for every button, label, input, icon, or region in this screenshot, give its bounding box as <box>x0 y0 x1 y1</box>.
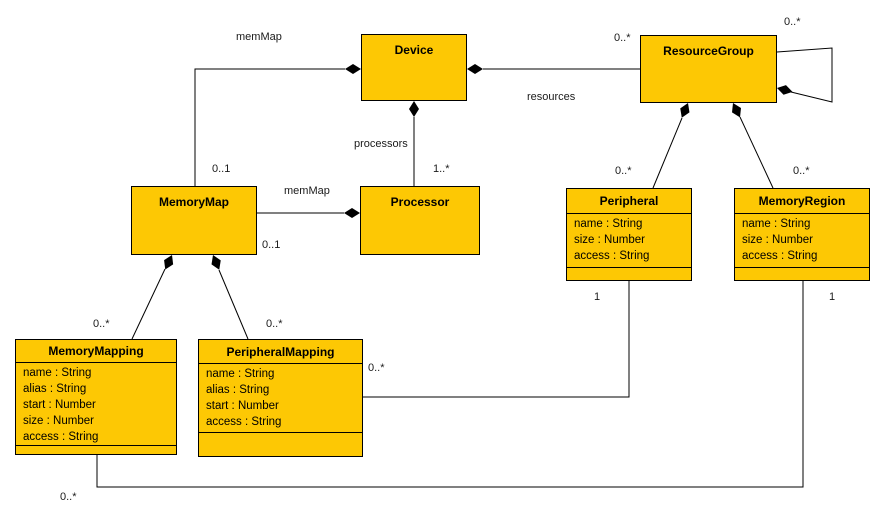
edge-resourcegroup-peripheral <box>652 117 683 189</box>
class-title-memoryregion: MemoryRegion <box>735 189 869 214</box>
attribute: access : String <box>742 250 818 262</box>
edge-memorymap-memorymapping <box>131 268 166 340</box>
composition-diamond-memorymap-memorymapping <box>164 255 174 270</box>
role-label-processors: processors <box>354 138 408 150</box>
edge-peripheral-peripheralmapping <box>363 281 630 398</box>
multiplicity-peripheral-one: 1 <box>594 291 601 303</box>
class-title-peripheralmapping: PeripheralMapping <box>199 340 362 364</box>
multiplicity-peripheralmapping-assoc: 0..* <box>368 362 385 374</box>
class-title-peripheral: Peripheral <box>567 189 691 214</box>
multiplicity-memorymapping-assoc: 0..* <box>60 491 77 503</box>
attribute: size : Number <box>574 234 645 246</box>
operations-compartment <box>567 268 691 280</box>
composition-diamond-device-processors <box>409 101 419 117</box>
class-device: Device <box>361 34 467 101</box>
composition-diamond-resourcegroup-memoryregion <box>732 103 742 118</box>
class-processor: Processor <box>360 186 480 255</box>
multiplicity-memoryregion: 0..* <box>793 165 810 177</box>
attribute-compartment: name : String alias : String start : Num… <box>199 364 362 433</box>
composition-diamond-device-memmap <box>345 64 361 74</box>
multiplicity-memorymap-device: 0..1 <box>212 163 231 175</box>
edge-memoryregion-memorymapping <box>96 281 804 488</box>
class-memorymapping: MemoryMapping name : String alias : Stri… <box>15 339 177 455</box>
multiplicity-peripheral: 0..* <box>615 165 632 177</box>
class-peripheral: Peripheral name : String size : Number a… <box>566 188 692 281</box>
class-title-device: Device <box>394 43 434 57</box>
multiplicity-peripheralmapping: 0..* <box>266 318 283 330</box>
class-resourcegroup: ResourceGroup <box>640 35 777 103</box>
attribute: access : String <box>574 250 650 262</box>
multiplicity-resourcegroup-self: 0..* <box>784 16 801 28</box>
class-title-processor: Processor <box>390 195 450 209</box>
class-title-memorymap: MemoryMap <box>158 195 229 209</box>
edge-resourcegroup-self <box>776 47 833 103</box>
composition-diamond-resourcegroup-self <box>777 85 793 95</box>
composition-diamond-memorymap-peripheralmapping <box>211 255 221 270</box>
multiplicity-memoryregion-one: 1 <box>829 291 836 303</box>
attribute: alias : String <box>206 384 270 396</box>
role-label-memmap-device: memMap <box>236 31 282 43</box>
attribute: name : String <box>574 218 643 230</box>
role-label-resources: resources <box>527 91 576 103</box>
composition-diamond-processor-memmap <box>344 208 360 218</box>
edge-resourcegroup-memoryregion <box>739 116 774 189</box>
attribute-compartment: name : String size : Number access : Str… <box>567 214 691 268</box>
operations-compartment <box>16 446 176 454</box>
attribute: name : String <box>742 218 811 230</box>
multiplicity-memorymapping: 0..* <box>93 318 110 330</box>
attribute: name : String <box>206 368 275 380</box>
multiplicity-resourcegroup-device: 0..* <box>614 32 631 44</box>
multiplicity-processor-device: 1..* <box>433 163 450 175</box>
class-memoryregion: MemoryRegion name : String size : Number… <box>734 188 870 281</box>
composition-diamond-resourcegroup-peripheral <box>680 103 690 118</box>
edge-memorymap-peripheralmapping <box>218 269 249 340</box>
attribute: size : Number <box>23 415 94 427</box>
class-memorymap: MemoryMap <box>131 186 257 255</box>
role-label-memmap-processor: memMap <box>284 185 330 197</box>
attribute: alias : String <box>23 383 87 395</box>
operations-compartment <box>735 268 869 280</box>
attribute: size : Number <box>742 234 813 246</box>
attribute: access : String <box>23 431 99 443</box>
attribute: start : Number <box>206 400 279 412</box>
attribute: start : Number <box>23 399 96 411</box>
class-title-memorymapping: MemoryMapping <box>16 340 176 363</box>
attribute: access : String <box>206 416 282 428</box>
class-peripheralmapping: PeripheralMapping name : String alias : … <box>198 339 363 457</box>
operations-compartment <box>199 433 362 456</box>
attribute-compartment: name : String size : Number access : Str… <box>735 214 869 268</box>
edge-device-memorymap <box>194 68 345 186</box>
attribute: name : String <box>23 367 92 379</box>
composition-diamond-device-resources <box>467 64 483 74</box>
class-title-resourcegroup: ResourceGroup <box>663 44 754 58</box>
multiplicity-memorymap-processor: 0..1 <box>262 239 281 251</box>
attribute-compartment: name : String alias : String start : Num… <box>16 363 176 446</box>
